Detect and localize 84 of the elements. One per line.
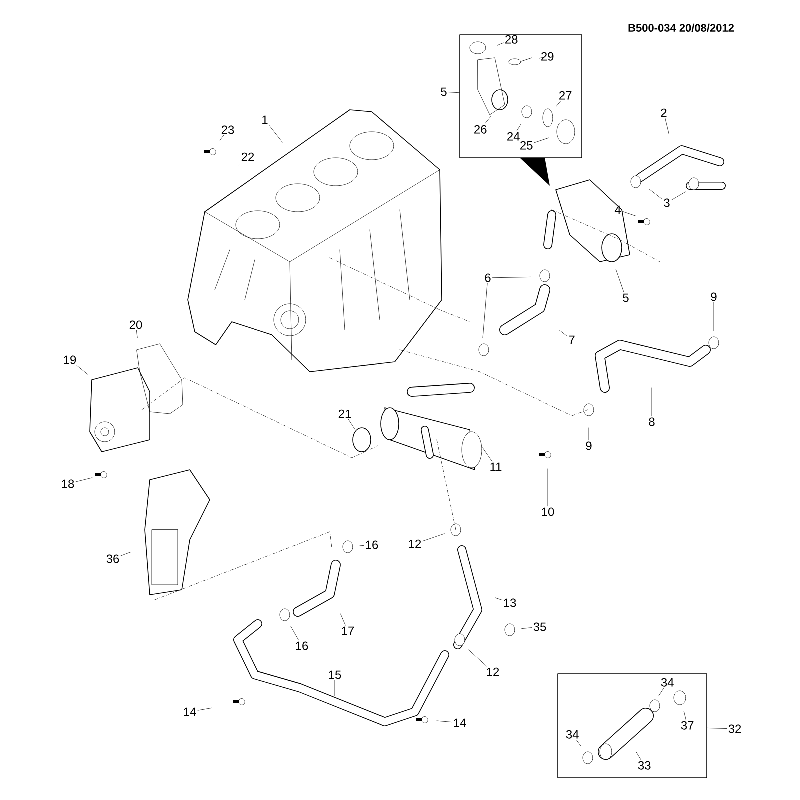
- leader-line: [622, 211, 636, 216]
- leader-line: [290, 626, 299, 641]
- leader-line: [136, 330, 138, 338]
- callout-number: 34: [566, 730, 579, 739]
- callout-number: 18: [62, 480, 74, 488]
- callout-number: 3: [664, 198, 670, 208]
- leader-line: [497, 42, 504, 46]
- callout-number: 22: [242, 152, 254, 162]
- callout-number: 7: [569, 336, 575, 344]
- callout-number: 24: [508, 132, 520, 141]
- leader-line: [522, 628, 532, 629]
- leader-line: [482, 283, 488, 338]
- callout-number: 36: [106, 554, 120, 564]
- inset-frame: [558, 674, 708, 778]
- callout-number: 25: [520, 141, 533, 150]
- leader-line: [539, 57, 546, 59]
- callout-number: 14: [454, 718, 466, 728]
- callout-number: 34: [661, 678, 674, 687]
- callout-number: 6: [485, 274, 491, 282]
- leader-line: [665, 118, 670, 134]
- leader-line: [482, 448, 492, 462]
- callout-number: 14: [184, 708, 196, 716]
- callout-number: 5: [623, 294, 629, 302]
- leader-line: [484, 116, 492, 124]
- leader-line: [468, 650, 488, 667]
- leader-line: [436, 720, 452, 722]
- leader-line: [76, 365, 88, 375]
- leader-line: [534, 138, 549, 144]
- leader-line: [76, 478, 93, 482]
- callout-number: 28: [506, 35, 518, 44]
- leader-line: [672, 192, 686, 200]
- callout-number: 15: [329, 670, 342, 680]
- callout-number: 23: [222, 126, 234, 134]
- leader-line: [269, 125, 283, 143]
- callout-number: 21: [338, 410, 352, 418]
- callout-number: 32: [728, 724, 742, 734]
- callout-number: 9: [711, 292, 717, 302]
- callout-number: 12: [487, 668, 500, 676]
- callout-number: 17: [342, 626, 354, 636]
- leader-line: [636, 752, 642, 760]
- leader-line: [120, 552, 131, 556]
- callout-number: 10: [542, 508, 554, 516]
- callout-number: 11: [490, 462, 502, 472]
- leader-line: [448, 92, 460, 94]
- leader-line: [198, 708, 212, 711]
- leader-line: [707, 728, 728, 729]
- callout-number: 5: [441, 88, 447, 96]
- callout-number: 1: [262, 116, 268, 124]
- leader-line: [684, 711, 686, 720]
- drawing-number: B500-034 20/08/2012: [628, 24, 734, 32]
- callout-number: 37: [681, 721, 694, 730]
- callout-number: 9: [586, 442, 592, 450]
- leader-line: [658, 688, 664, 696]
- leader-line: [576, 740, 582, 746]
- leader-line: [649, 189, 662, 200]
- callout-number: 26: [474, 125, 487, 134]
- callout-number: 35: [534, 622, 546, 632]
- leader-line: [616, 269, 624, 293]
- leader-line: [559, 330, 568, 337]
- leader-line: [422, 534, 445, 542]
- leader-line: [238, 162, 243, 167]
- leader-line: [492, 277, 532, 278]
- callout-number: 16: [366, 540, 378, 550]
- callout-number: 16: [296, 642, 308, 650]
- callout-number: 2: [661, 108, 667, 118]
- leader-line: [340, 614, 346, 626]
- leader-line: [220, 135, 224, 141]
- leader-line: [516, 124, 522, 132]
- leader-line: [348, 419, 356, 430]
- callout-number: 8: [649, 418, 655, 426]
- inset-frame: [460, 34, 582, 158]
- leader-line: [360, 545, 364, 546]
- callout-number: 19: [64, 356, 76, 364]
- callout-number: 4: [614, 206, 621, 214]
- leader-line: [334, 680, 336, 696]
- leader-line: [556, 101, 562, 108]
- leader-line: [495, 598, 502, 600]
- leader-line: [588, 428, 590, 441]
- callout-number: 13: [504, 598, 516, 608]
- callout-number: 27: [560, 91, 572, 100]
- callout-number: 20: [130, 320, 142, 330]
- callout-number: 33: [638, 761, 651, 770]
- callout-number: 29: [542, 52, 554, 61]
- callout-number: 12: [409, 540, 422, 548]
